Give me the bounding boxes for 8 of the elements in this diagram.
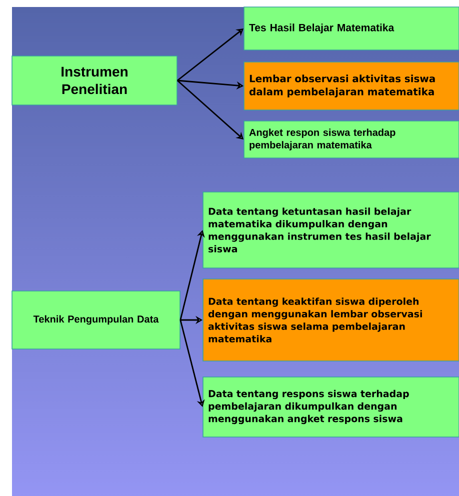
text-box: Data tentang respons siswa terhadap pembelajaran dikumpulkan dengan menggunakan angket respons siswa [202, 376, 459, 438]
text-box: Tes Hasil Belajar Matematika [244, 6, 459, 50]
text-box: Data tentang ketuntasan hasil belajar matematika dikumpulkan dengan menggunakan instrumen tes hasil belajar siswa [202, 192, 459, 268]
heading-box: Instrumen Penelitian [12, 56, 178, 106]
text-box: Angket respon siswa terhadap pembelajaran matematika [244, 120, 459, 158]
text-box: Data tentang keaktifan siswa diperoleh dengan menggunakan lembar observasi aktivitas siswa selama pembelajaran matematika [202, 278, 459, 362]
text-box: Lembar observasi aktivitas siswa dalam pembelajaran matematika [244, 62, 459, 110]
heading-box: Teknik Pengumpulan Data [12, 290, 180, 350]
